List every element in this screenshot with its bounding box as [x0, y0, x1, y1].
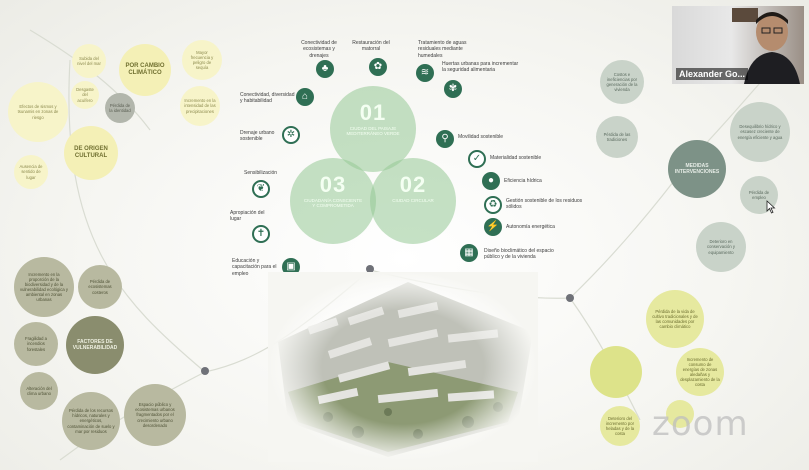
check-icon: ✓: [468, 150, 486, 168]
participant-name: Alexander Go...: [676, 68, 749, 80]
strategy-label: Conectividad, diversidad y habitabilidad: [240, 92, 295, 105]
participant-figure: [732, 8, 800, 84]
cluster-bubble: Pérdida de la vida de cultivo tradiciona…: [646, 290, 704, 348]
participant-video-tile[interactable]: Alexander Go...: [672, 6, 804, 84]
strategy-label: Educación y capacitación para el empleo: [232, 258, 277, 277]
strategy-label: Drenaje urbano sostenible: [240, 130, 275, 143]
strategy-label: Sensibilización: [244, 170, 278, 176]
cluster-bubble: Costos e ineficiencias por generación de…: [600, 60, 644, 104]
cluster-bubble: Desgaste del acuífero: [71, 81, 99, 109]
cluster-bubble: Incremento de consumo de energías de zon…: [676, 348, 724, 396]
bike-icon: ⚲: [436, 130, 454, 148]
cluster-bubble: Incremento en la proporción de la biodiv…: [14, 257, 74, 317]
hub-cultural-origin: DE ORIGEN CULTURAL: [64, 126, 118, 180]
water-drop-icon: ●: [482, 172, 500, 190]
strategy-label: Huertas urbanas para incrementar la segu…: [442, 61, 519, 74]
node-dot-center: [366, 265, 374, 273]
strategy-label: Materialidad sostenible: [490, 155, 542, 161]
strategy-label: Autonomía energética: [506, 224, 555, 230]
ecosystem-connectivity-icon: ♣: [316, 60, 334, 78]
mouse-cursor-icon: [766, 200, 776, 214]
cluster-bubble: Alteración del clima urbano: [20, 372, 58, 410]
venn-circle-03: 03 Ciudadanía consciente y comprometida: [290, 158, 376, 244]
drainage-icon: ✲: [282, 126, 300, 144]
strategy-label: Movilidad sostenible: [458, 134, 504, 140]
cluster-bubble: Subida del nivel del mar: [72, 44, 106, 78]
cluster-bubble: Efectos de sismos y tsunamis en zonas de…: [8, 82, 68, 142]
hub-interventions: MEDIDAS INTERVENCIONES: [668, 140, 726, 198]
education-icon: ▣: [282, 258, 300, 276]
cluster-bubble: Pérdida de la identidad: [105, 93, 135, 123]
place-marker-icon: ✝: [252, 225, 270, 243]
cluster-bubble: Fragilidad a incendios forestales: [14, 322, 58, 366]
strategy-label: Restauración del matorral: [352, 40, 390, 53]
strategy-label: Tratamiento de aguas residuales mediante…: [418, 40, 467, 59]
cluster-bubble: Pérdida de las tradiciones: [596, 116, 638, 158]
recycle-icon: ♻: [484, 196, 502, 214]
flower-icon: ✿: [369, 58, 387, 76]
cluster-bubble: Incremento en la intensidad de las preci…: [180, 86, 220, 126]
cluster-bubble: Espacio público y ecosistemas urbanos fr…: [124, 384, 186, 446]
hub-vulnerability-factors: FACTORES DE VULNERABILIDAD: [66, 316, 124, 374]
sprout-icon: ❦: [252, 180, 270, 198]
energy-icon: ⚡: [484, 218, 502, 236]
node-dot-right: [566, 294, 574, 302]
hub-climate-change: POR CAMBIO CLIMÁTICO: [119, 44, 171, 96]
cluster-bubble: Desequilibrio hídrico y escasez crecient…: [730, 102, 790, 162]
node-dot-left: [201, 367, 209, 375]
strategy-label: Apropiación del lugar: [230, 210, 265, 223]
cluster-bubble: Pérdida de ecosistemas costeros: [78, 265, 122, 309]
strategy-label: Conectividad de ecosistemas y drenajes: [301, 40, 337, 59]
building-icon: ▦: [460, 244, 478, 262]
city-aerial-image: [268, 272, 538, 462]
venn-circle-01: 01 Ciudad del paisaje mediterráneo verde: [330, 86, 416, 172]
strategy-label: Eficiencia hídrica: [504, 178, 542, 184]
cluster-bubble: Pérdida de los recursos hídricos, natura…: [62, 392, 120, 450]
cluster-bubble: Deterioro del incremento por heladas y d…: [600, 406, 640, 446]
house-icon: ⌂: [296, 88, 314, 106]
cluster-bubble: Deterioro en conservación y equipamiento: [696, 222, 746, 272]
cluster-bubble: Mayor frecuencia y peligro de sequía: [182, 40, 222, 80]
cluster-bubble: Ausencia de sentido de lugar: [14, 155, 48, 189]
water-treatment-icon: ≋: [416, 64, 434, 82]
urban-garden-icon: ✾: [444, 80, 462, 98]
cluster-node-small: [666, 400, 694, 428]
strategy-label: Gestión sostenible de los residuos sólid…: [506, 198, 583, 211]
venn-circle-02: 02 Ciudad circular: [370, 158, 456, 244]
strategy-label: Diseño bioclimático del espacio público …: [484, 248, 554, 261]
cluster-node-large: [590, 346, 642, 398]
zoom-watermark: zoom: [652, 404, 749, 444]
